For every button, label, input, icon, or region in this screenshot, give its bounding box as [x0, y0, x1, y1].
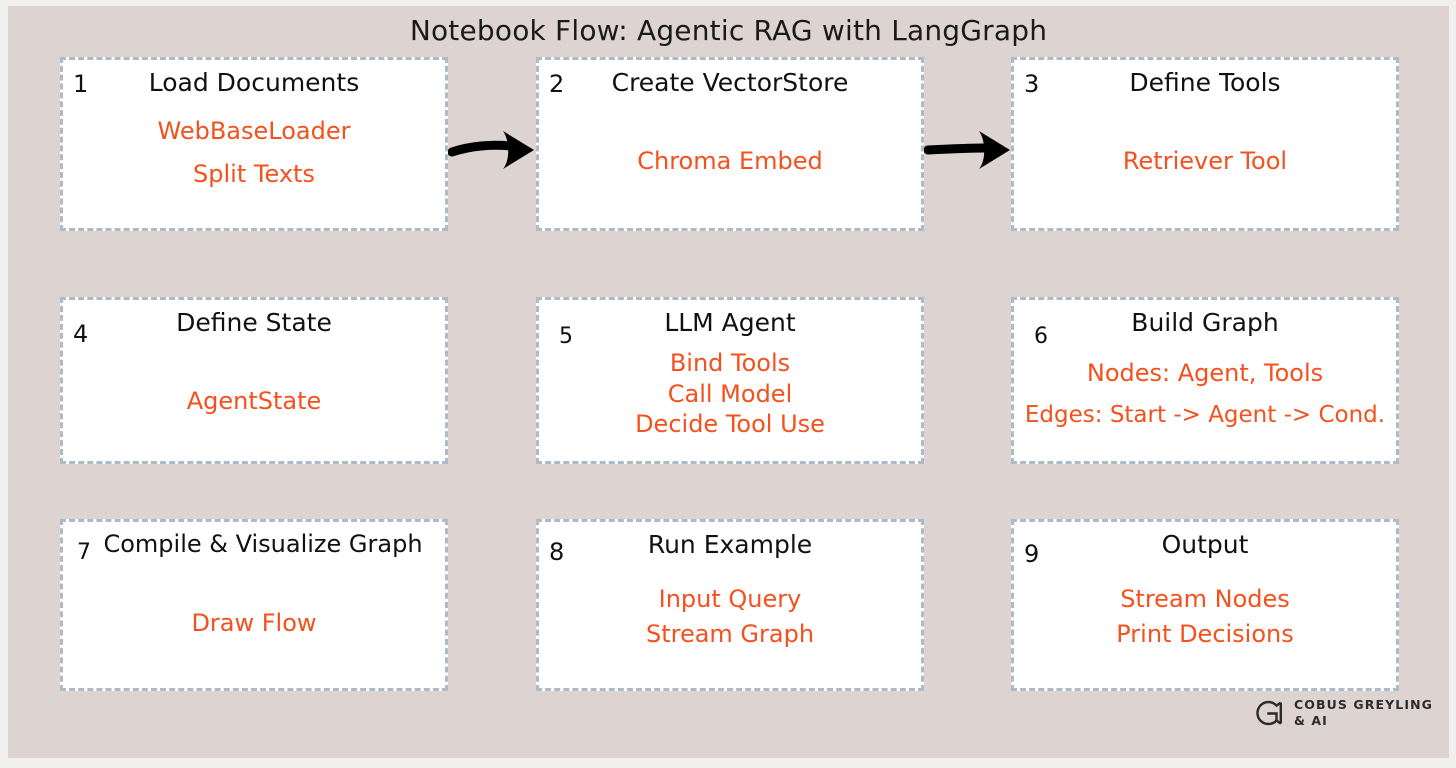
step-detail-line: Bind Tools: [669, 349, 791, 377]
watermark: COBUS GREYLING & AI: [1251, 696, 1433, 730]
step-title-1: Load Documents: [148, 68, 360, 97]
step-details-6: Nodes: Agent, Tools Edges: Start -> Agen…: [1014, 358, 1396, 430]
step-detail-line: Edges: Start -> Agent -> Cond.: [1024, 401, 1386, 428]
step-box-9[interactable]: 9 Output Stream Nodes Print Decisions: [1011, 519, 1399, 691]
step-box-5[interactable]: 5 LLM Agent Bind Tools Call Model Decide…: [536, 297, 924, 464]
watermark-line-2: & AI: [1293, 713, 1328, 728]
step-number-5: 5: [559, 324, 573, 349]
step-title-8: Run Example: [647, 530, 813, 559]
step-detail-line: Chroma Embed: [637, 147, 823, 175]
step-detail-line: Nodes: Agent, Tools: [1086, 359, 1324, 387]
step-title-3: Define Tools: [1129, 68, 1281, 97]
step-number-3: 3: [1024, 70, 1040, 98]
step-detail-line: Retriever Tool: [1122, 147, 1288, 175]
step-details-3: Retriever Tool: [1014, 146, 1396, 177]
step-box-2[interactable]: 2 Create VectorStore Chroma Embed: [536, 57, 924, 231]
step-box-4[interactable]: 4 Define State AgentState: [60, 297, 448, 464]
step-detail-line: WebBaseLoader: [157, 117, 351, 145]
step-details-4: AgentState: [63, 386, 445, 417]
page-title: Notebook Flow: Agentic RAG with LangGrap…: [409, 14, 1048, 47]
step-number-1: 1: [73, 70, 89, 98]
step-detail-line: Draw Flow: [191, 609, 317, 637]
step-box-1[interactable]: 1 Load Documents WebBaseLoader Split Tex…: [60, 57, 448, 231]
step-title-7: Compile & Visualize Graph: [103, 530, 423, 558]
step-number-2: 2: [549, 70, 565, 98]
step-detail-line: Decide Tool Use: [635, 410, 825, 439]
step-box-7[interactable]: 7 Compile & Visualize Graph Draw Flow: [60, 519, 448, 691]
step-number-7: 7: [77, 540, 91, 565]
diagram-canvas: Notebook Flow: Agentic RAG with LangGrap…: [8, 6, 1449, 758]
step-title-2: Create VectorStore: [611, 68, 849, 97]
step-detail-line: Split Texts: [193, 159, 315, 188]
step-box-8[interactable]: 8 Run Example Input Query Stream Graph: [536, 519, 924, 691]
step-title-6: Build Graph: [1131, 308, 1279, 337]
step-title-9: Output: [1161, 530, 1249, 559]
step-title-4: Define State: [176, 308, 332, 337]
watermark-text: COBUS GREYLING & AI: [1294, 697, 1433, 728]
step-details-1: WebBaseLoader Split Texts: [63, 116, 445, 189]
step-detail-line: AgentState: [186, 387, 322, 415]
step-detail-line: Stream Graph: [645, 619, 815, 648]
step-details-9: Stream Nodes Print Decisions: [1014, 584, 1396, 649]
step-detail-line: Input Query: [658, 585, 802, 613]
step-title-5: LLM Agent: [664, 308, 796, 337]
step-details-8: Input Query Stream Graph: [539, 584, 921, 649]
step-detail-line: Call Model: [667, 379, 793, 408]
step-number-4: 4: [73, 320, 89, 348]
step-detail-line: Print Decisions: [1116, 619, 1294, 648]
step-details-5: Bind Tools Call Model Decide Tool Use: [539, 348, 921, 440]
watermark-line-1: COBUS GREYLING: [1293, 697, 1433, 713]
step-detail-line: Stream Nodes: [1120, 585, 1290, 613]
flow-arrow-2-to-3: [924, 131, 1010, 169]
step-details-2: Chroma Embed: [539, 146, 921, 177]
step-box-6[interactable]: 6 Build Graph Nodes: Agent, Tools Edges:…: [1011, 297, 1399, 464]
step-number-6: 6: [1034, 324, 1048, 349]
flow-arrow-1-to-2: [448, 131, 534, 169]
step-number-9: 9: [1024, 540, 1040, 568]
cobus-greyling-logo-icon: [1256, 700, 1282, 726]
step-number-8: 8: [549, 538, 565, 566]
step-box-3[interactable]: 3 Define Tools Retriever Tool: [1011, 57, 1399, 231]
steps-grid: 1 Load Documents WebBaseLoader Split Tex…: [8, 6, 1449, 758]
step-details-7: Draw Flow: [63, 608, 445, 639]
